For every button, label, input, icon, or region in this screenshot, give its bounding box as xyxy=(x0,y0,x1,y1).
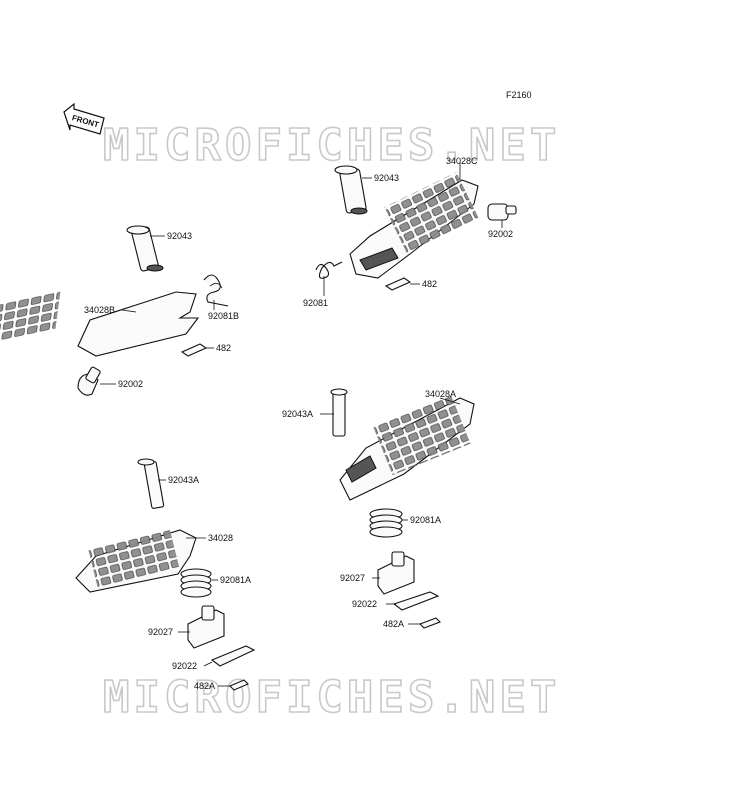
clip-482a-left xyxy=(229,679,249,691)
front-arrow-icon: FRONT xyxy=(63,102,105,135)
pin-92043a-left xyxy=(137,458,165,509)
label-92022-left: 92022 xyxy=(172,661,197,671)
label-482-left: 482 xyxy=(216,343,231,353)
watermark-top: MICROFICHES.NET xyxy=(103,120,560,171)
label-92043a-left: 92043A xyxy=(168,475,199,485)
footpeg-34028a xyxy=(330,388,475,629)
plate-92022-right xyxy=(392,591,440,611)
label-92081: 92081 xyxy=(303,298,328,308)
label-92022-right: 92022 xyxy=(352,599,377,609)
footpeg-34028b xyxy=(0,225,229,396)
spring-92081b xyxy=(203,274,229,307)
label-34028b: 34028B xyxy=(84,305,115,315)
label-92081b: 92081B xyxy=(208,311,239,321)
footpeg-34028 xyxy=(75,458,256,691)
spring-92081a-right xyxy=(369,508,403,538)
label-482-right: 482 xyxy=(422,279,437,289)
pin-92043a-right xyxy=(330,388,348,437)
pin-92043-left xyxy=(126,225,164,272)
label-34028: 34028 xyxy=(208,533,233,543)
bracket-92027-right xyxy=(377,555,415,595)
label-482a-left: 482A xyxy=(194,681,215,691)
label-92002-left: 92002 xyxy=(118,379,143,389)
plate-92022-left xyxy=(210,645,256,667)
label-482a-right: 482A xyxy=(383,619,404,629)
label-92002-right: 92002 xyxy=(488,229,513,239)
cap-92002-left xyxy=(77,366,101,396)
label-92043-right: 92043 xyxy=(374,173,399,183)
clip-482-left xyxy=(180,343,208,357)
cap-92002-right xyxy=(487,203,517,221)
clip-482-right xyxy=(384,277,412,291)
watermark-bottom: MICROFICHES.NET xyxy=(103,672,560,723)
footpeg-body-34028b xyxy=(77,291,200,357)
spring-92081 xyxy=(315,261,343,279)
label-92027-right: 92027 xyxy=(340,573,365,583)
label-92081a-left: 92081A xyxy=(220,575,251,585)
clip-482a-right xyxy=(419,617,441,629)
label-34028c: 34028C xyxy=(446,156,478,166)
figure-code: F2160 xyxy=(506,90,532,100)
footpeg-34028c xyxy=(315,165,517,291)
pin-92043-right xyxy=(334,165,368,215)
label-92027-left: 92027 xyxy=(148,627,173,637)
bracket-92027-left xyxy=(187,609,225,649)
label-92081a-right: 92081A xyxy=(410,515,441,525)
label-34028a: 34028A xyxy=(425,389,456,399)
spring-92081a-left xyxy=(180,568,212,598)
label-92043-left: 92043 xyxy=(167,231,192,241)
label-92043a-right: 92043A xyxy=(282,409,313,419)
leader-lines xyxy=(100,162,503,687)
